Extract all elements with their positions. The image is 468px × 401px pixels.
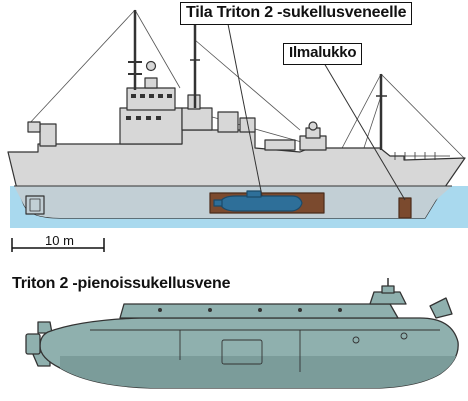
minisub-hull-shade	[60, 356, 456, 388]
minisub-propeller	[25, 333, 41, 355]
air-lock	[398, 197, 412, 219]
minisub-conning-tower	[369, 291, 407, 305]
minisub-panel-lines	[90, 329, 440, 372]
callout-line-airlock	[323, 62, 406, 201]
minisub-drawing	[25, 278, 459, 389]
fore-deckhouse	[39, 123, 57, 147]
minisub-section-title: Triton 2 -pienoissukellusvene	[12, 275, 231, 292]
scale-bar-label: 10 m	[45, 233, 74, 248]
callout-submarine-hangar: Tila Triton 2 -sukellusveneelle	[180, 2, 413, 25]
bridge-block	[119, 107, 183, 145]
bow-thruster	[25, 195, 45, 215]
scale-bar	[11, 238, 105, 252]
bridge-windows	[126, 94, 172, 120]
stern-railing	[392, 152, 450, 160]
submarine-in-ship	[219, 195, 303, 212]
minisub-bow-plane	[429, 297, 453, 319]
funnel	[217, 111, 239, 133]
ship-drawing	[7, 9, 466, 219]
minisub-deck-details	[158, 308, 342, 312]
callout-line-hangar	[227, 23, 263, 197]
callout-air-lock: Ilmalukko	[283, 43, 363, 65]
radar-dome	[145, 60, 157, 72]
launch-equipment	[264, 121, 327, 151]
